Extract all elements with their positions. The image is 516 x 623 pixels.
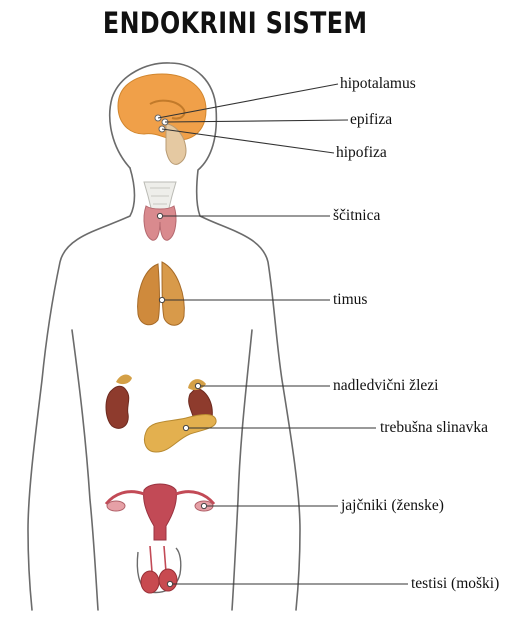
left-kidney-organ	[106, 375, 132, 429]
label-testes: testisi (moški)	[411, 575, 499, 593]
label-pancreas: trebušna slinavka	[380, 419, 488, 437]
uterus-organ	[106, 484, 214, 540]
label-ovaries: jajčniki (ženske)	[341, 497, 444, 515]
label-adrenal: nadledvični žlezi	[333, 377, 438, 395]
label-thymus: timus	[333, 291, 367, 309]
pancreas-organ	[144, 415, 216, 453]
label-hypothalamus: hipotalamus	[340, 75, 416, 93]
label-pineal: epifiza	[350, 111, 392, 129]
testes-organ	[137, 546, 180, 593]
thymus-organ	[138, 262, 185, 325]
label-thyroid: ščitnica	[333, 207, 380, 225]
thyroid-organ	[144, 206, 176, 240]
label-pituitary: hipofiza	[336, 144, 387, 162]
leader-pituitary	[162, 129, 334, 153]
